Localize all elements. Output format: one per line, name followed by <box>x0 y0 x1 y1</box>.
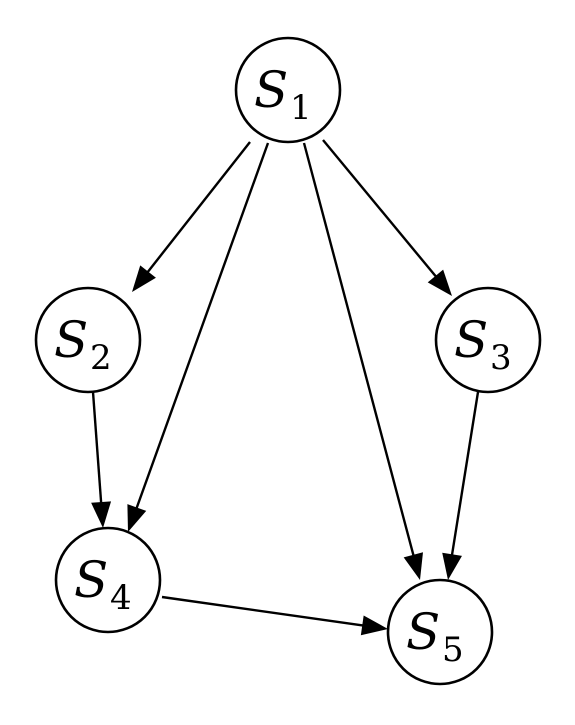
edge-s1-to-s3 <box>322 139 439 280</box>
arrowhead-s1-to-s3 <box>427 269 452 296</box>
edges-layer <box>91 139 480 636</box>
node-circle-s1 <box>234 36 342 144</box>
node-subscript-s3: 3 <box>490 338 512 378</box>
edge-s4-to-s5 <box>161 595 367 628</box>
arrowhead-s2-to-s4 <box>91 501 112 528</box>
arrowhead-s1-to-s5 <box>403 552 423 580</box>
node-circle-s3 <box>434 286 542 394</box>
edge-s2-to-s4 <box>91 391 103 507</box>
arrowhead-s3-to-s5 <box>442 552 462 580</box>
node-label-s1: S <box>254 61 288 119</box>
node-subscript-s2: 2 <box>90 338 112 378</box>
node-label-s2: S <box>54 311 88 369</box>
node-circle-s4 <box>54 526 162 634</box>
node-subscript-s5: 5 <box>442 630 464 670</box>
node-subscript-s4: 4 <box>110 578 132 618</box>
node-label-s3: S <box>454 311 488 369</box>
node-label-s4: S <box>74 551 108 609</box>
node-subscript-s1: 1 <box>290 88 312 128</box>
node-label-s5: S <box>406 603 440 661</box>
edge-s1-to-s2 <box>144 141 251 276</box>
arrowhead-s1-to-s4 <box>127 504 147 532</box>
edge-s1-to-s4 <box>134 142 270 512</box>
node-circle-s2 <box>34 286 142 394</box>
arrowhead-s1-to-s2 <box>132 265 156 292</box>
arrowhead-s4-to-s5 <box>360 615 388 636</box>
edge-s3-to-s5 <box>450 391 480 559</box>
edge-s1-to-s5 <box>302 142 416 560</box>
node-circle-s5 <box>386 578 494 686</box>
